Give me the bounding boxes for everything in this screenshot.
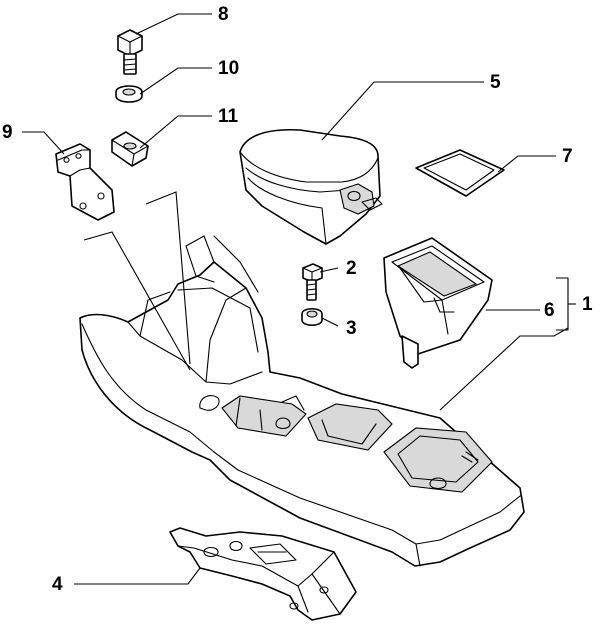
callout-4: 4	[52, 574, 63, 595]
part-6-storage-tray	[383, 237, 493, 369]
part-11-clip-nut	[111, 131, 149, 167]
part-5-armrest-lid	[239, 128, 383, 245]
callout-10: 10	[218, 58, 239, 79]
assembly-guide-lines	[83, 191, 191, 371]
leader-lines	[22, 13, 576, 585]
part-2-bolt	[302, 263, 323, 301]
callout-5: 5	[490, 72, 501, 93]
callout-11: 11	[218, 106, 239, 127]
part-4-lower-bracket	[169, 527, 357, 621]
part-9-mounting-bracket	[55, 143, 115, 221]
part-7-pad	[415, 149, 505, 197]
callout-7: 7	[562, 146, 573, 167]
callout-9: 9	[2, 122, 13, 143]
callout-2: 2	[346, 258, 357, 279]
part-8-bolt	[117, 29, 143, 75]
callout-1: 1	[582, 294, 593, 315]
callout-labels: 8 10 11 9 5 7 2 3 6 1 4	[2, 4, 593, 595]
part-1-center-console	[79, 235, 525, 567]
callout-8: 8	[218, 4, 229, 25]
part-3-nut	[301, 307, 323, 327]
callout-3: 3	[346, 318, 357, 339]
callout-6: 6	[544, 300, 555, 321]
part-10-washer	[115, 85, 143, 103]
